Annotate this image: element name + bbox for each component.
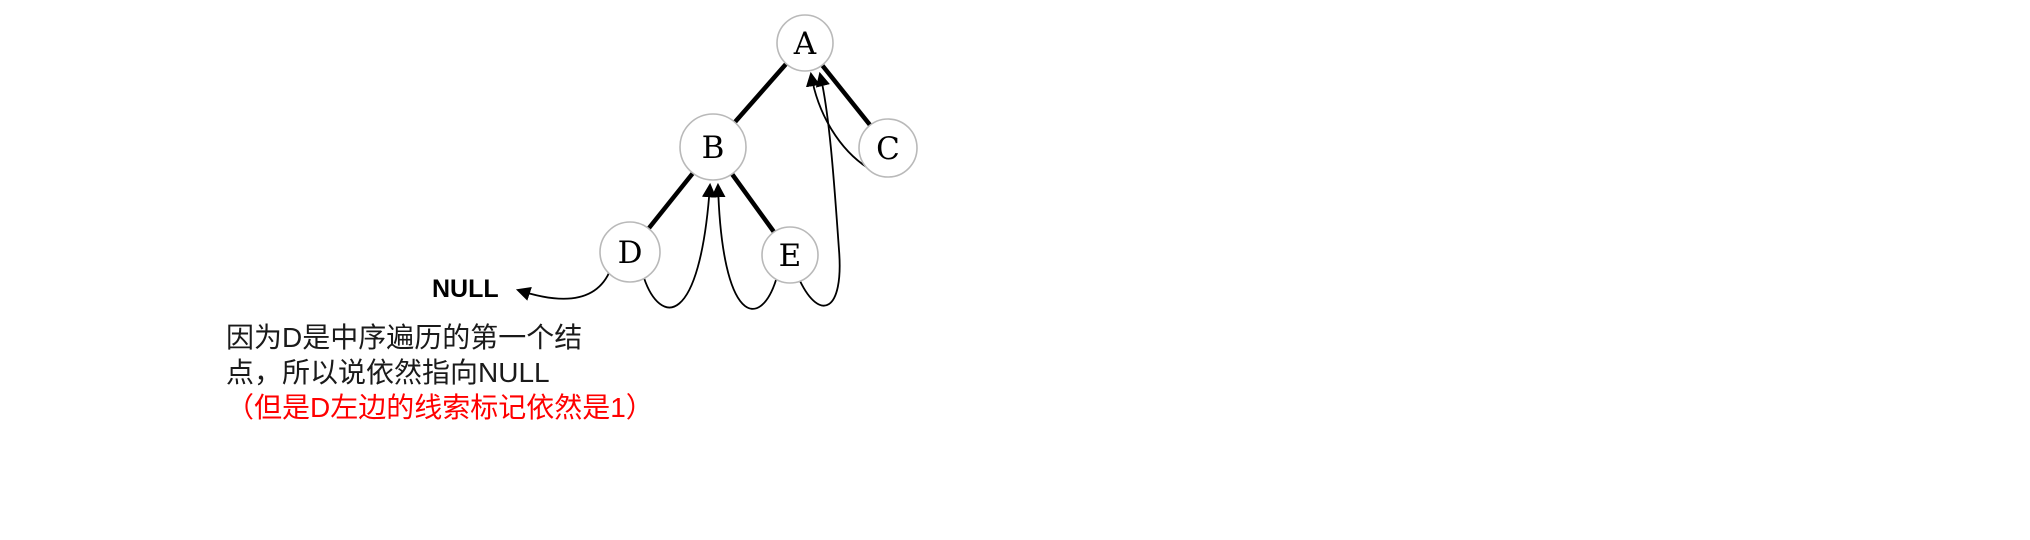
null-label: NULL [432,275,499,303]
edge-a-b [733,62,788,124]
node-e-circle [761,226,819,284]
caption-block: 因为D是中序遍历的第一个结 点，所以说依然指向NULL （但是D左边的线索标记依… [226,320,654,425]
caption-line-2: 点，所以说依然指向NULL [226,357,550,388]
node-b: B [679,113,747,181]
node-c: C [858,118,918,178]
tree-edges [647,62,872,234]
caption-line-1: 因为D是中序遍历的第一个结 [226,322,583,353]
node-e: E [761,226,819,284]
thread-d-right-to-b-arrow [643,182,717,309]
node-b-label: B [702,130,725,166]
node-e-label: E [779,238,802,274]
node-d-circle [599,221,661,283]
edge-b-e [730,172,776,234]
node-a-label: A [793,26,817,62]
node-d: D [599,221,661,283]
tree-nodes: A B C D E [599,14,918,284]
node-a-circle [776,14,834,72]
thread-arrows [515,71,869,310]
edge-a-c [820,63,872,127]
thread-d-left-to-null-arrow [515,272,610,301]
caption-line-3-highlight: （但是D左边的线索标记依然是1） [226,392,654,423]
thread-c-left-to-a-arrow [805,71,869,169]
edge-b-d [647,171,695,230]
node-c-label: C [876,131,900,167]
node-b-circle [679,113,747,181]
node-a: A [776,14,834,72]
thread-e-left-to-b-arrow [711,182,777,310]
node-c-circle [858,118,918,178]
node-d-label: D [618,235,643,271]
thread-e-right-to-a-arrow [799,71,841,307]
